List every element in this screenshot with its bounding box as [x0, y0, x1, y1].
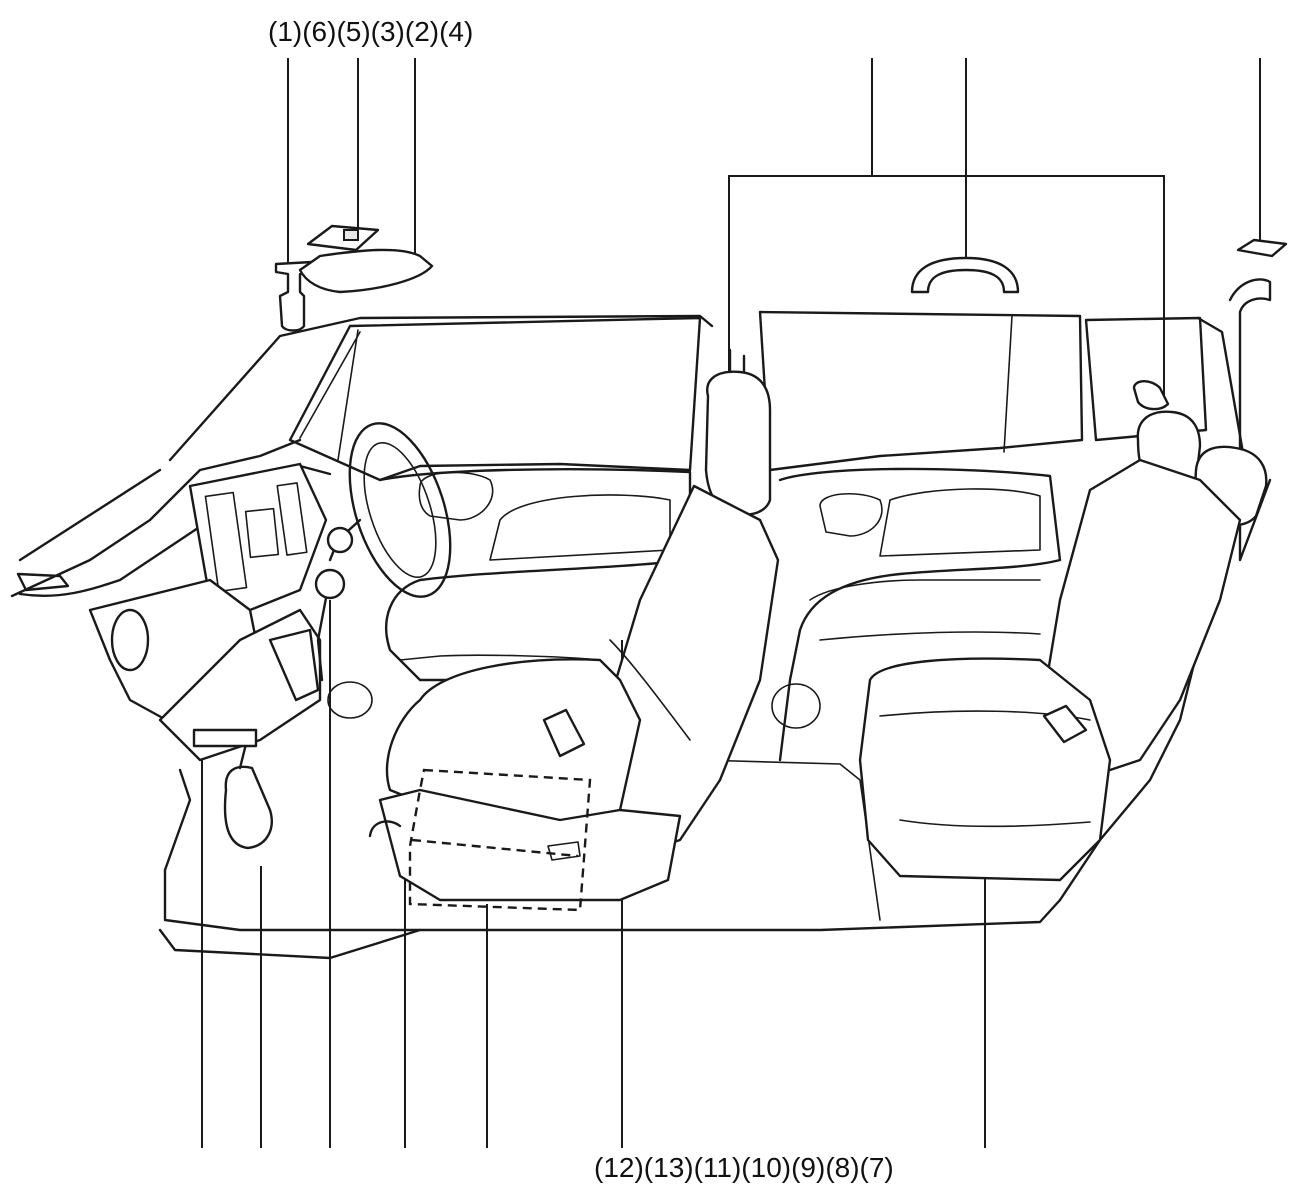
center-vent-right: [276, 482, 308, 556]
assist-grip: [910, 256, 1020, 294]
speaker-left: [110, 608, 150, 672]
pedal: [223, 765, 273, 850]
front-seatback: [598, 484, 780, 862]
front-seat: [368, 348, 780, 912]
map-lamp-switch: [343, 229, 359, 241]
leader-line-headrest-bracket: [728, 175, 1165, 395]
dashboard: [16, 462, 346, 850]
front-door-speaker: [327, 681, 373, 719]
top-callout-labels: (1)(6)(5)(3)(2)(4): [268, 16, 474, 47]
rear-headrest-bracket: [1132, 380, 1170, 411]
rearview-mirror: [274, 260, 314, 332]
steering-hub: [326, 526, 354, 554]
center-display: [244, 507, 280, 559]
steering-wheel: [326, 422, 452, 598]
front-door-handle: [418, 471, 494, 521]
center-vent-left: [204, 491, 248, 593]
overhead-items: [274, 224, 1288, 332]
bottom-callout-labels: (12)(13)(11)(10)(9)(8)(7): [594, 1152, 894, 1183]
rear-seatbelt-buckle: [1042, 704, 1088, 744]
floor-edge: [163, 868, 1062, 932]
steering-wheel-rim: [348, 422, 452, 598]
under-seat-box: [408, 768, 592, 912]
rear-room-lamp: [1236, 238, 1288, 258]
rear-quarter-window: [1084, 316, 1208, 442]
sun-visor: [298, 248, 434, 294]
rear-door-panel: [771, 467, 1062, 762]
shift-lever: [316, 596, 328, 682]
rear-seat: [858, 380, 1268, 882]
front-seat-base: [378, 788, 682, 902]
shift-knob: [314, 568, 346, 600]
dash-vent-left: [16, 572, 70, 592]
seat-lever: [368, 820, 402, 838]
lower-dash-tab: [192, 728, 258, 748]
rear-seat-cushion: [858, 657, 1112, 882]
rear-door-handle: [819, 492, 883, 537]
rear-door-speaker: [771, 683, 821, 729]
front-seat-cushion: [385, 658, 642, 824]
rear-door-window: [758, 310, 1084, 472]
cup-holder: [268, 628, 320, 702]
front-seat-headrest: [704, 370, 772, 516]
seatbelt-buckle: [542, 708, 586, 758]
